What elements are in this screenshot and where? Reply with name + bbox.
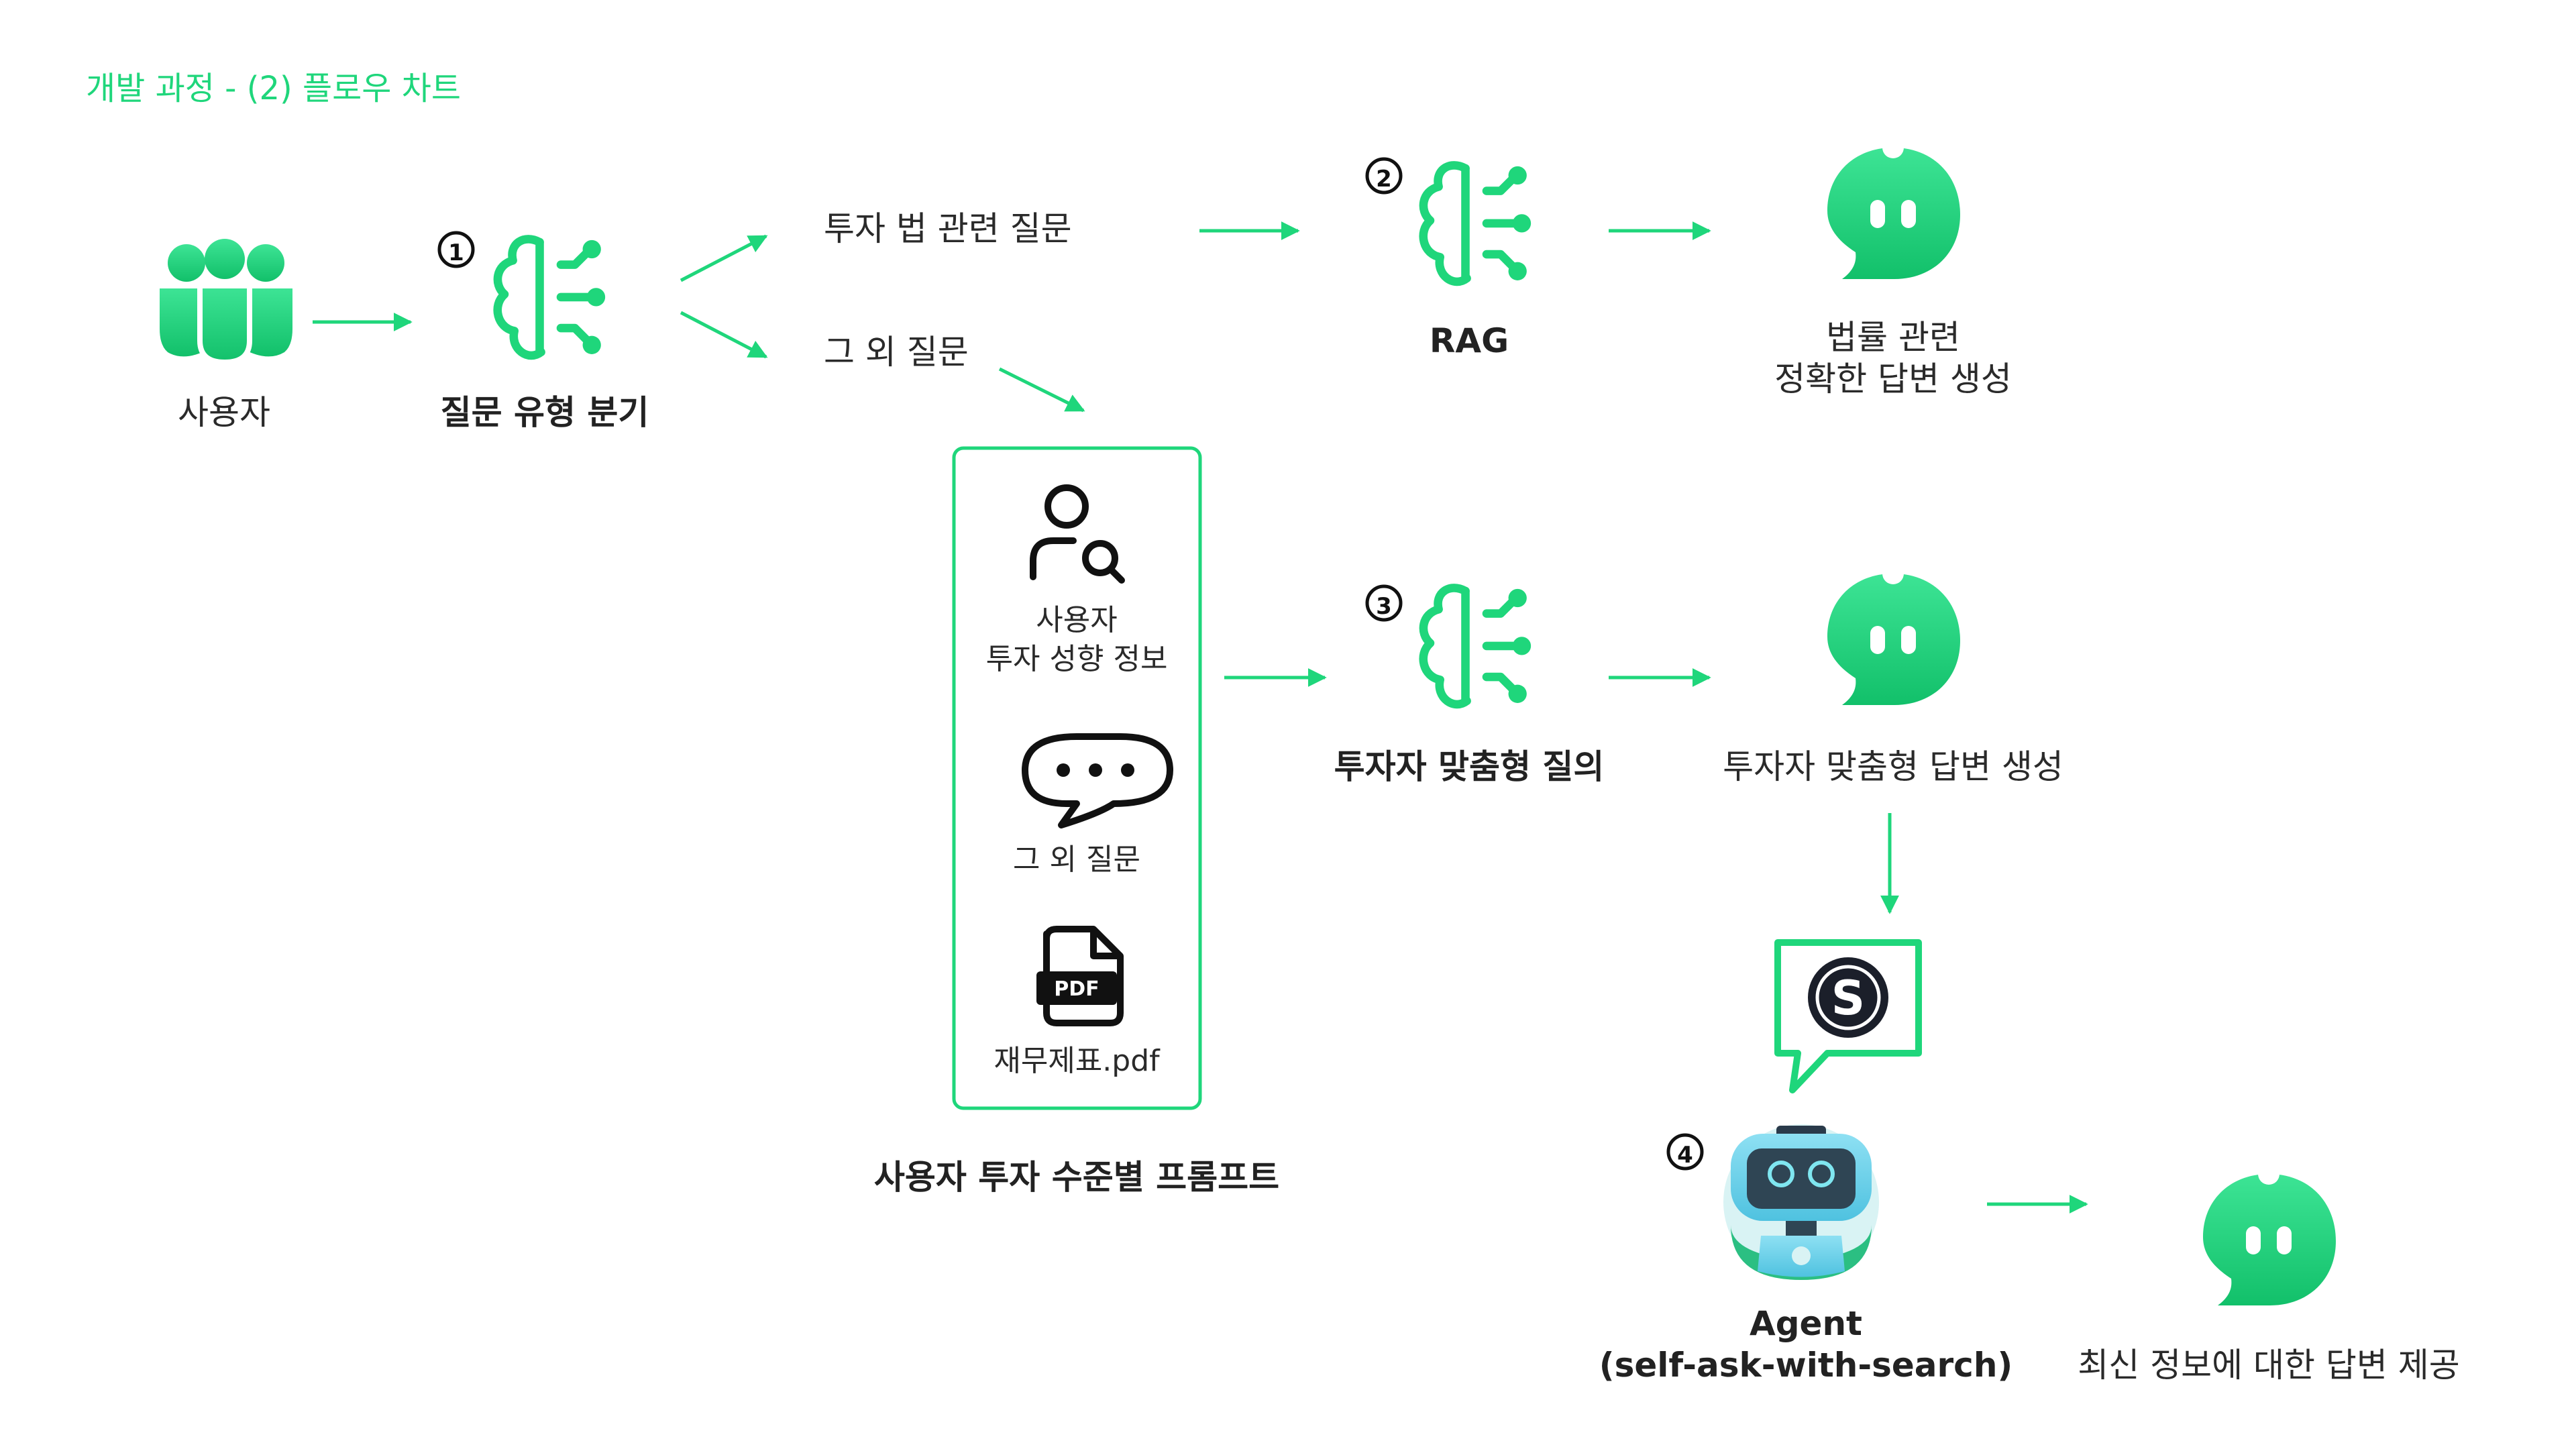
prompt-item-other-question: 그 외 질문 bbox=[1013, 843, 1140, 877]
users-group-icon bbox=[160, 239, 292, 366]
user-search-icon bbox=[1030, 484, 1125, 584]
agent-label-line1: Agent bbox=[1750, 1304, 1862, 1343]
arrow-to-other-question bbox=[680, 311, 768, 359]
step-2-number: 2 bbox=[1376, 166, 1392, 193]
step-3-number: 3 bbox=[1376, 593, 1392, 620]
legal-answer-label-line2: 정확한 답변 생성 bbox=[1774, 360, 2012, 398]
rag-label: RAG bbox=[1429, 321, 1509, 360]
step-1-badge: 1 bbox=[437, 231, 475, 268]
brain-circuit-icon bbox=[1424, 588, 1531, 704]
classifier-label: 질문 유형 분기 bbox=[440, 393, 649, 432]
robot-icon bbox=[1723, 1124, 1879, 1280]
agent-tool-bubble: S bbox=[1774, 939, 1922, 1093]
brain-circuit-icon bbox=[498, 239, 605, 356]
custom-query-label: 투자자 맞춤형 질의 bbox=[1334, 747, 1605, 786]
legal-answer-label-line1: 법률 관련 bbox=[1826, 318, 1960, 357]
prompt-item-user-line2: 투자 성향 정보 bbox=[985, 642, 1168, 676]
prompt-box-caption: 사용자 투자 수준별 프롬프트 bbox=[873, 1158, 1280, 1197]
step-1-number: 1 bbox=[448, 239, 464, 266]
prompt-item-user-line1: 사용자 bbox=[1036, 603, 1118, 637]
step-4-badge: 4 bbox=[1666, 1133, 1704, 1171]
user-label: 사용자 bbox=[178, 393, 270, 432]
pdf-file-icon: PDF bbox=[1036, 926, 1124, 1026]
step-3-badge: 3 bbox=[1365, 584, 1403, 622]
svg-text:S: S bbox=[1831, 971, 1865, 1026]
arrow-other-to-prompt bbox=[998, 367, 1085, 413]
chat-bot-icon bbox=[1827, 141, 1960, 279]
step-2-badge: 2 bbox=[1365, 157, 1403, 195]
prompt-item-pdf: 재무제표.pdf bbox=[994, 1044, 1160, 1078]
prompt-box bbox=[952, 446, 1202, 1110]
search-s-icon bbox=[1808, 957, 1888, 1038]
branch-law-question: 투자 법 관련 질문 bbox=[824, 209, 1072, 248]
arrow-to-law-question bbox=[680, 234, 768, 282]
branch-other-question: 그 외 질문 bbox=[824, 333, 969, 372]
svg-text:PDF: PDF bbox=[1054, 977, 1099, 1001]
brain-circuit-icon bbox=[1424, 165, 1531, 282]
chat-bot-icon bbox=[2203, 1167, 2336, 1305]
flow-arrows bbox=[313, 221, 2088, 1214]
page-title: 개발 과정 - (2) 플로우 차트 bbox=[86, 70, 462, 107]
step-4-number: 4 bbox=[1677, 1142, 1693, 1169]
latest-answer-label: 최신 정보에 대한 답변 제공 bbox=[2078, 1346, 2460, 1385]
agent-label-line2: (self-ask-with-search) bbox=[1599, 1346, 2013, 1385]
chat-bot-icon bbox=[1827, 567, 1960, 705]
speech-bubble-dots-icon bbox=[1022, 733, 1173, 828]
custom-answer-label: 투자자 맞춤형 답변 생성 bbox=[1723, 747, 2063, 786]
